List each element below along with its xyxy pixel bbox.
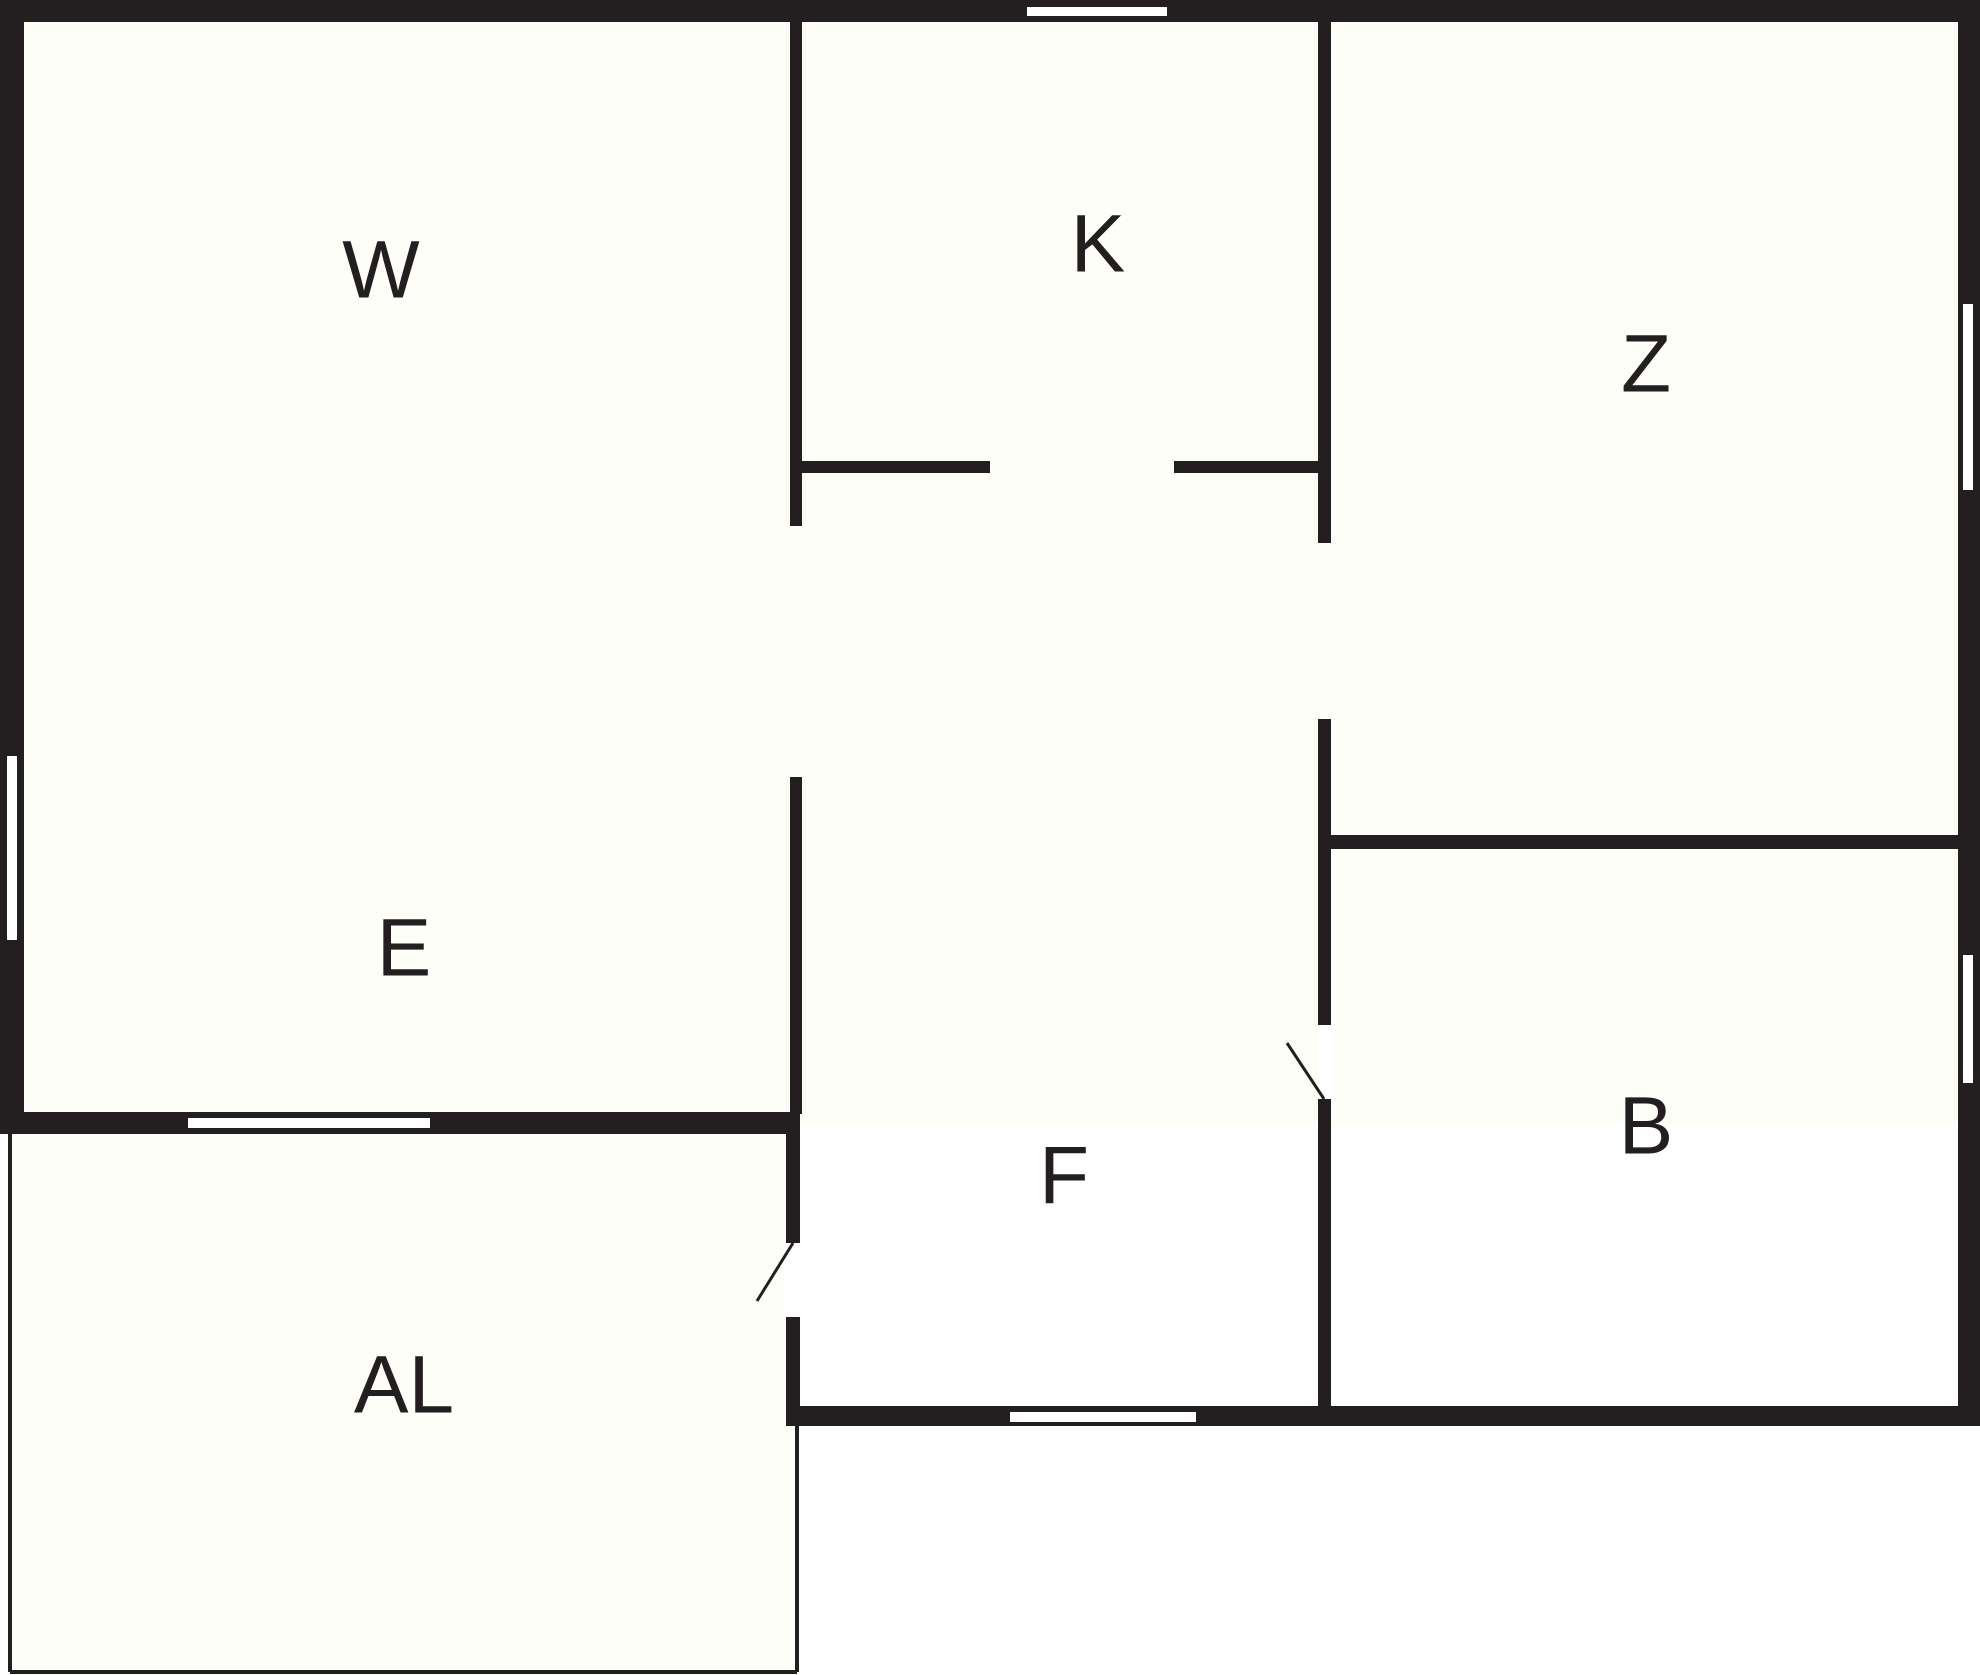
room-label-k: K [1071,199,1126,290]
balcony-outline [8,1133,799,1674]
window-right-upper [1961,302,1975,492]
door-al-f-opening [784,1243,802,1317]
window-left [5,754,19,942]
interior-walls [790,20,1960,1409]
doors [755,1026,1331,1317]
room-label-al: AL [354,1340,454,1431]
window-top [1025,5,1169,18]
room-label-w: W [342,225,420,316]
window-right-lower [1961,953,1975,1085]
door-f-b-opening [1318,1026,1331,1099]
floor-area [11,11,1969,1675]
windows [5,5,1975,1424]
room-label-f: F [1039,1131,1089,1222]
room-label-b: B [1619,1081,1674,1172]
window-bottom [1008,1410,1198,1424]
window-e-al [186,1116,432,1130]
door-f-b-leaf [1285,1042,1326,1100]
door-al-f-leaf [755,1242,795,1302]
room-label-z: Z [1621,319,1671,410]
room-label-e: E [377,903,432,994]
